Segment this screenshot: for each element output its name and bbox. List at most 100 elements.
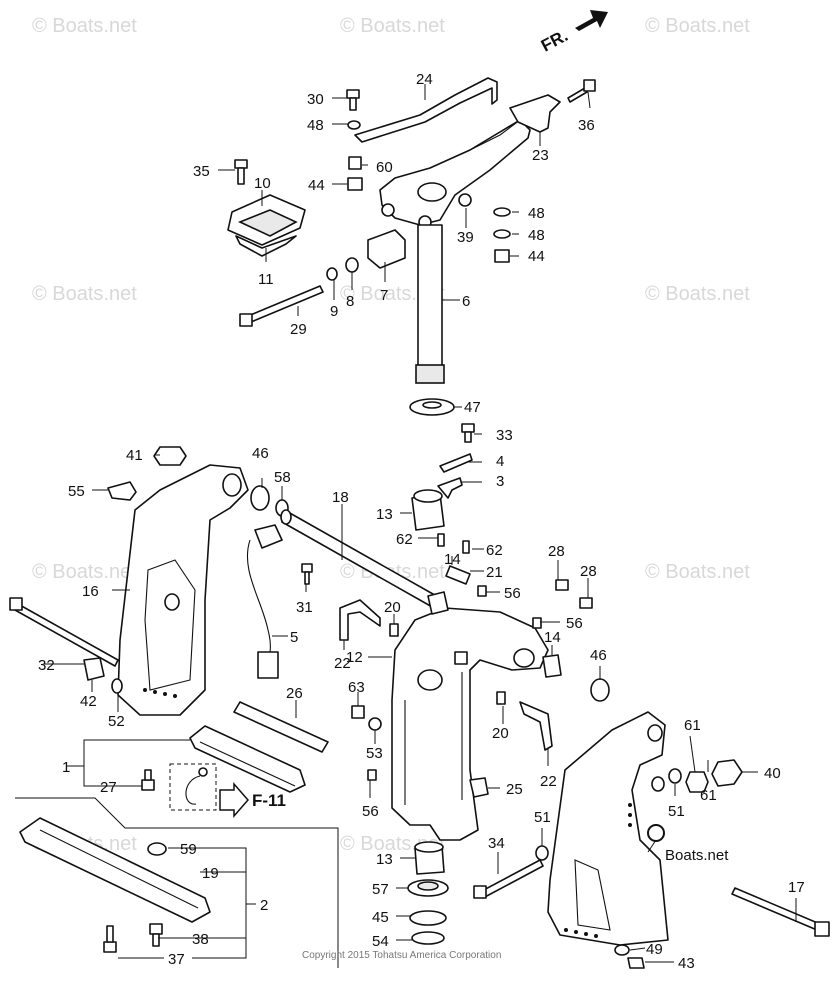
shaft-spline xyxy=(415,364,445,384)
steering-arm xyxy=(379,119,531,226)
clamp-bracket-left xyxy=(9,446,313,716)
anode-set xyxy=(15,797,339,968)
callout-35: 35 xyxy=(193,163,210,180)
callout-39: 39 xyxy=(457,229,474,246)
grommet-55 xyxy=(107,481,137,501)
nut-44-top xyxy=(347,177,363,191)
callout-56b: 56 xyxy=(566,615,583,632)
callout-54: 54 xyxy=(372,933,389,950)
reference-label: F-11 xyxy=(252,791,286,810)
bushing-14-left xyxy=(427,591,449,615)
callout-61b: 61 xyxy=(700,787,717,804)
callout-16: 16 xyxy=(82,583,99,600)
callout-62b: 62 xyxy=(486,542,503,559)
nut-43 xyxy=(627,957,645,969)
callout-24: 24 xyxy=(416,71,433,88)
callout-56a: 56 xyxy=(504,585,521,602)
watermark-6: © Boats.net xyxy=(645,283,750,305)
pin-62-left xyxy=(437,533,445,547)
callout-14b: 14 xyxy=(544,629,561,646)
callout-4: 4 xyxy=(496,453,504,470)
washer-8 xyxy=(345,257,359,273)
plate-1 xyxy=(189,725,306,793)
callout-44b: 44 xyxy=(528,248,545,265)
callout-6: 6 xyxy=(462,293,470,310)
callout-19: 19 xyxy=(202,865,219,882)
callout-45: 45 xyxy=(372,909,389,926)
callout-13a: 13 xyxy=(376,506,393,523)
washer-48-a xyxy=(493,207,511,217)
watermark-stamp: Boats.net xyxy=(665,847,729,864)
callout-57: 57 xyxy=(372,881,389,898)
washer-9 xyxy=(326,267,338,281)
nut-44 xyxy=(494,249,510,263)
callout-27: 27 xyxy=(100,779,117,796)
callout-46a: 46 xyxy=(252,445,269,462)
nut-61-a xyxy=(685,771,709,793)
washer-39 xyxy=(458,193,472,207)
callout-38: 38 xyxy=(192,931,209,948)
callout-51b: 51 xyxy=(668,803,685,820)
callout-3: 3 xyxy=(496,473,504,490)
callout-22b: 22 xyxy=(540,773,557,790)
washer-46-right xyxy=(590,678,610,702)
collar-60 xyxy=(348,156,362,170)
callout-11: 11 xyxy=(258,271,274,288)
clamp-bracket-15 xyxy=(547,711,669,946)
fitting-25 xyxy=(469,777,489,798)
lever-22-left xyxy=(339,599,381,641)
swivel-bracket xyxy=(339,423,610,841)
callout-58: 58 xyxy=(274,469,291,486)
bolt-30 xyxy=(346,89,360,99)
pin-20-right xyxy=(496,691,506,705)
callout-60: 60 xyxy=(376,159,393,176)
callout-21: 21 xyxy=(486,564,503,581)
bolt-17 xyxy=(731,887,821,931)
callout-25: 25 xyxy=(506,781,523,798)
bolt-37 xyxy=(103,941,117,953)
callout-31: 31 xyxy=(296,599,313,616)
washer-48-top xyxy=(347,120,361,130)
lever-22-right xyxy=(519,701,553,751)
rod-26 xyxy=(233,701,329,753)
callout-56c: 56 xyxy=(362,803,379,820)
bracket-16-eye xyxy=(222,473,242,497)
callout-26: 26 xyxy=(286,685,303,702)
clamp-bracket-16 xyxy=(117,464,249,716)
bushing-42 xyxy=(83,657,105,681)
bolt-33 xyxy=(461,423,475,433)
callout-22a: 22 xyxy=(334,655,351,672)
grease-fitting-56-b xyxy=(532,617,542,629)
callout-labels: 24 30 48 36 23 35 60 44 10 48 48 39 44 1… xyxy=(38,71,805,972)
callout-7: 7 xyxy=(380,287,388,304)
washer-51-right xyxy=(651,776,665,792)
bushing-14-right xyxy=(542,654,562,678)
watermark-4: © Boats.net xyxy=(32,283,137,305)
callout-52: 52 xyxy=(108,713,125,730)
washer-51-left xyxy=(535,845,549,861)
callout-44a: 44 xyxy=(308,177,325,194)
nut-41 xyxy=(153,446,187,466)
callout-49: 49 xyxy=(646,941,663,958)
washer-54 xyxy=(411,931,445,945)
callout-61a: 61 xyxy=(684,717,701,734)
bracket-24 xyxy=(354,77,498,143)
callout-36: 36 xyxy=(578,117,595,134)
callout-1: 1 xyxy=(62,759,70,776)
trim-sender-wire-5 xyxy=(246,539,271,661)
bolt-32 xyxy=(14,603,119,667)
bolt-38 xyxy=(149,923,163,935)
washer-49 xyxy=(614,944,630,956)
collar-59 xyxy=(147,842,167,856)
ground-wire-detail xyxy=(169,763,217,811)
stamp-circle-icon xyxy=(647,824,665,842)
nut-40 xyxy=(711,759,743,787)
clip-3 xyxy=(437,477,463,499)
arm-boss xyxy=(417,182,447,202)
watermark-3: © Boats.net xyxy=(645,15,750,37)
swivel-bracket-12 xyxy=(391,607,549,841)
bolt-36 xyxy=(567,87,588,103)
callout-55: 55 xyxy=(68,483,85,500)
screw-31 xyxy=(301,563,313,573)
